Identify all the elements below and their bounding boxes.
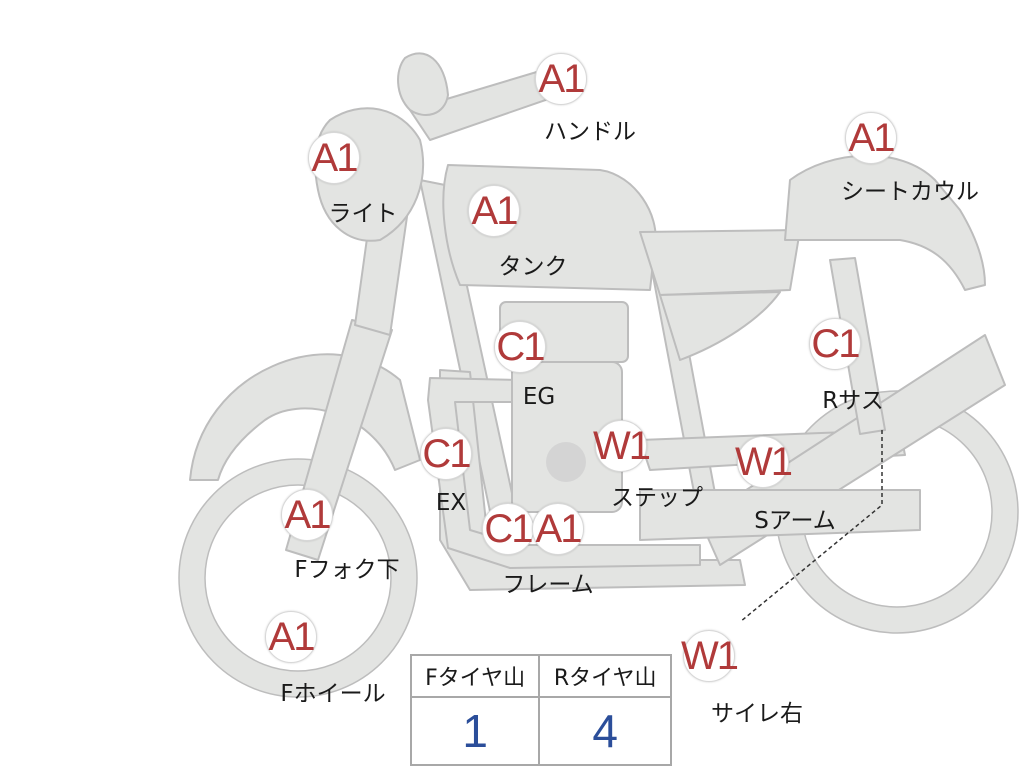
silencer-label: サイレ右 <box>711 701 803 727</box>
frame-grade-badge[interactable]: C1 <box>482 503 534 555</box>
fwheel-label: Fホイール <box>280 681 386 707</box>
sarm-grade-badge[interactable]: W1 <box>735 436 793 488</box>
seatcowl-label: シートカウル <box>841 179 979 205</box>
silencer-grade-badge[interactable]: W1 <box>681 630 739 682</box>
front-tire-value: 1 <box>409 696 541 766</box>
ex-grade-badge[interactable]: C1 <box>420 428 472 480</box>
rear-tire-value: 4 <box>538 696 672 766</box>
eg-grade-badge[interactable]: C1 <box>494 321 546 373</box>
front-wheel <box>179 459 417 697</box>
step-grade-badge[interactable]: W1 <box>593 420 651 472</box>
light-grade-badge[interactable]: A1 <box>308 132 360 184</box>
light-label: ライト <box>328 201 398 227</box>
front-tire-header: Fタイヤ山 <box>409 654 541 698</box>
step-label: ステップ <box>611 485 703 511</box>
handle-label: ハンドル <box>544 119 636 145</box>
ex-label: EX <box>435 490 467 516</box>
eg-label: EG <box>522 384 556 410</box>
frame-label: フレーム <box>502 572 594 598</box>
rsus-grade-badge[interactable]: C1 <box>809 318 861 370</box>
fwheel-grade-badge[interactable]: A1 <box>265 611 317 663</box>
tank-label: タンク <box>498 254 568 280</box>
rear-tire-header: Rタイヤ山 <box>538 654 672 698</box>
ffork-grade-badge[interactable]: A1 <box>281 489 333 541</box>
sarm-label: Sアーム <box>754 508 836 534</box>
seatcowl-grade-badge[interactable]: A1 <box>845 112 897 164</box>
silencer-leader-line <box>739 430 883 623</box>
ffork-label: Fフォク下 <box>294 557 400 583</box>
tank-grade-badge[interactable]: A1 <box>468 185 520 237</box>
seat <box>639 229 801 296</box>
rsus-label: Rサス <box>822 388 884 414</box>
frame2-grade-badge[interactable]: A1 <box>532 503 584 555</box>
tire-tread-table: Fタイヤ山 Rタイヤ山 1 4 <box>409 654 672 766</box>
handle-grade-badge[interactable]: A1 <box>535 53 587 105</box>
